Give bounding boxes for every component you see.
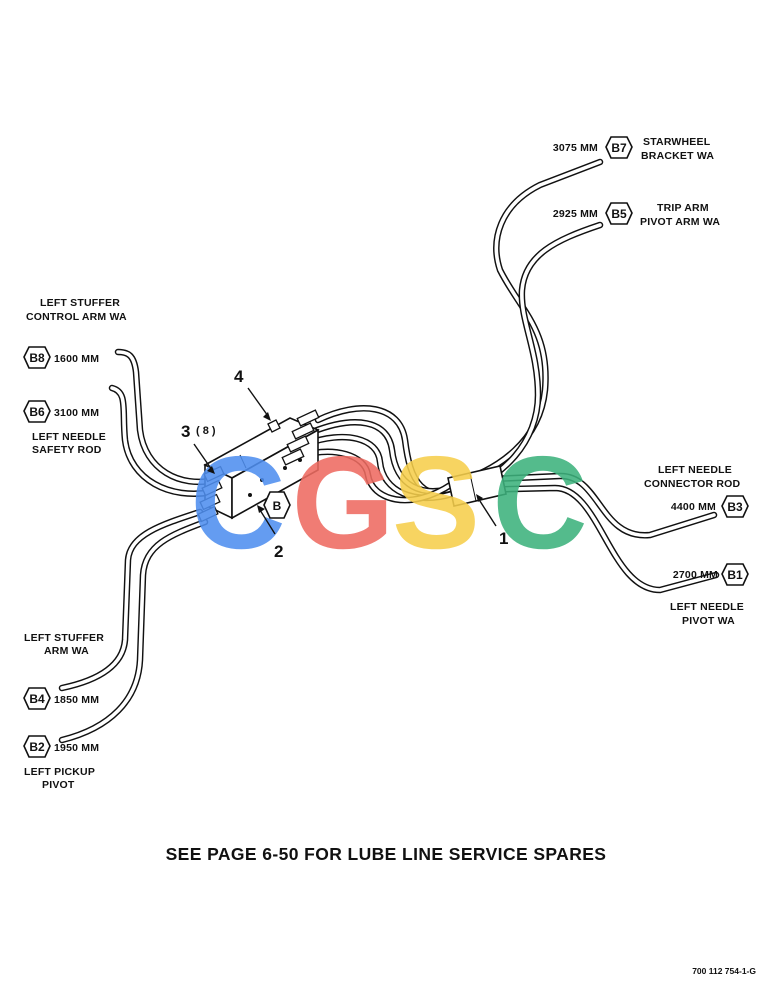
tube-b2: [58, 518, 209, 744]
svg-text:LEFT PICKUP: LEFT PICKUP: [24, 766, 95, 778]
fittings-left: [197, 465, 225, 523]
svg-text:B4: B4: [29, 692, 45, 706]
tube-b7: [448, 158, 604, 488]
svg-text:STARWHEEL: STARWHEEL: [643, 136, 711, 148]
svg-text:3: 3: [181, 422, 190, 441]
svg-text:4400 MM: 4400 MM: [671, 501, 716, 513]
svg-text:CONTROL ARM WA: CONTROL ARM WA: [26, 311, 127, 323]
svg-text:TRIP ARM: TRIP ARM: [657, 202, 709, 214]
svg-text:B7: B7: [611, 141, 627, 155]
block-tag: B: [263, 491, 291, 519]
svg-text:1600 MM: 1600 MM: [54, 353, 99, 365]
plug-fitting: [267, 419, 281, 433]
tube-b4: [58, 508, 204, 692]
line-label-b4: LEFT STUFFER ARM WA B4 1850 MM: [23, 632, 104, 710]
svg-text:B8: B8: [29, 351, 45, 365]
svg-text:LEFT STUFFER: LEFT STUFFER: [24, 632, 104, 644]
callout-3: 3 ( 8 ): [181, 422, 216, 474]
svg-text:LEFT NEEDLE: LEFT NEEDLE: [658, 464, 732, 476]
svg-text:LEFT NEEDLE: LEFT NEEDLE: [32, 431, 106, 443]
line-label-b2: B2 1950 MM LEFT PICKUP PIVOT: [23, 735, 99, 791]
tube-sheath: [447, 465, 507, 507]
svg-text:1950 MM: 1950 MM: [54, 742, 99, 754]
svg-text:2925 MM: 2925 MM: [553, 208, 598, 220]
callout-1: 1: [476, 494, 508, 548]
svg-text:PIVOT: PIVOT: [42, 779, 75, 791]
svg-text:B3: B3: [727, 500, 743, 514]
fittings-right: [281, 409, 320, 466]
tube-b6: [108, 384, 216, 497]
svg-text:LEFT STUFFER: LEFT STUFFER: [40, 297, 120, 309]
callout-4: 4: [234, 367, 271, 421]
service-spares-caption: SEE PAGE 6-50 FOR LUBE LINE SERVICE SPAR…: [165, 844, 607, 864]
svg-text:SAFETY ROD: SAFETY ROD: [32, 444, 102, 456]
watermark-letter-g: G: [292, 429, 395, 576]
tube-b5: [448, 221, 604, 498]
svg-text:ARM WA: ARM WA: [44, 645, 89, 657]
svg-text:PIVOT WA: PIVOT WA: [682, 615, 735, 627]
line-label-b7: 3075 MM B7 STARWHEEL BRACKET WA: [553, 136, 714, 162]
svg-text:( 8 ): ( 8 ): [196, 425, 216, 437]
svg-text:B1: B1: [727, 568, 743, 582]
watermark-letter-c2: C: [492, 429, 587, 576]
line-label-b3: LEFT NEEDLE CONNECTOR ROD 4400 MM B3: [644, 464, 749, 518]
svg-text:1: 1: [499, 529, 508, 548]
svg-text:1850 MM: 1850 MM: [54, 694, 99, 706]
line-label-b8: LEFT STUFFER CONTROL ARM WA B8 1600 MM: [23, 297, 127, 369]
tube-b1: [466, 484, 720, 594]
watermark-letter-s: S: [392, 429, 480, 576]
svg-text:3075 MM: 3075 MM: [553, 142, 598, 154]
watermark-logo: C G S C: [190, 429, 587, 576]
svg-text:4: 4: [234, 367, 244, 386]
svg-text:B6: B6: [29, 405, 45, 419]
line-label-b1: 2700 MM B1 LEFT NEEDLE PIVOT WA: [670, 563, 749, 627]
line-label-b6: B6 3100 MM LEFT NEEDLE SAFETY ROD: [23, 400, 106, 456]
svg-text:PIVOT ARM WA: PIVOT ARM WA: [640, 216, 720, 228]
part-number: 700 112 754-1-G: [692, 966, 756, 976]
svg-text:B2: B2: [29, 740, 45, 754]
svg-text:BRACKET WA: BRACKET WA: [641, 150, 714, 162]
tube-b3: [466, 472, 718, 539]
svg-text:3100 MM: 3100 MM: [54, 407, 99, 419]
svg-text:2700 MM: 2700 MM: [673, 569, 718, 581]
svg-text:2: 2: [274, 542, 283, 561]
tube-bundle-loops: [296, 405, 474, 504]
svg-text:B: B: [273, 499, 282, 513]
tube-b8: [114, 348, 219, 486]
callout-2: 2: [257, 505, 283, 561]
svg-text:LEFT NEEDLE: LEFT NEEDLE: [670, 601, 744, 613]
svg-text:B5: B5: [611, 207, 627, 221]
line-label-b5: 2925 MM B5 TRIP ARM PIVOT ARM WA: [553, 202, 720, 228]
svg-text:CONNECTOR ROD: CONNECTOR ROD: [644, 478, 741, 490]
